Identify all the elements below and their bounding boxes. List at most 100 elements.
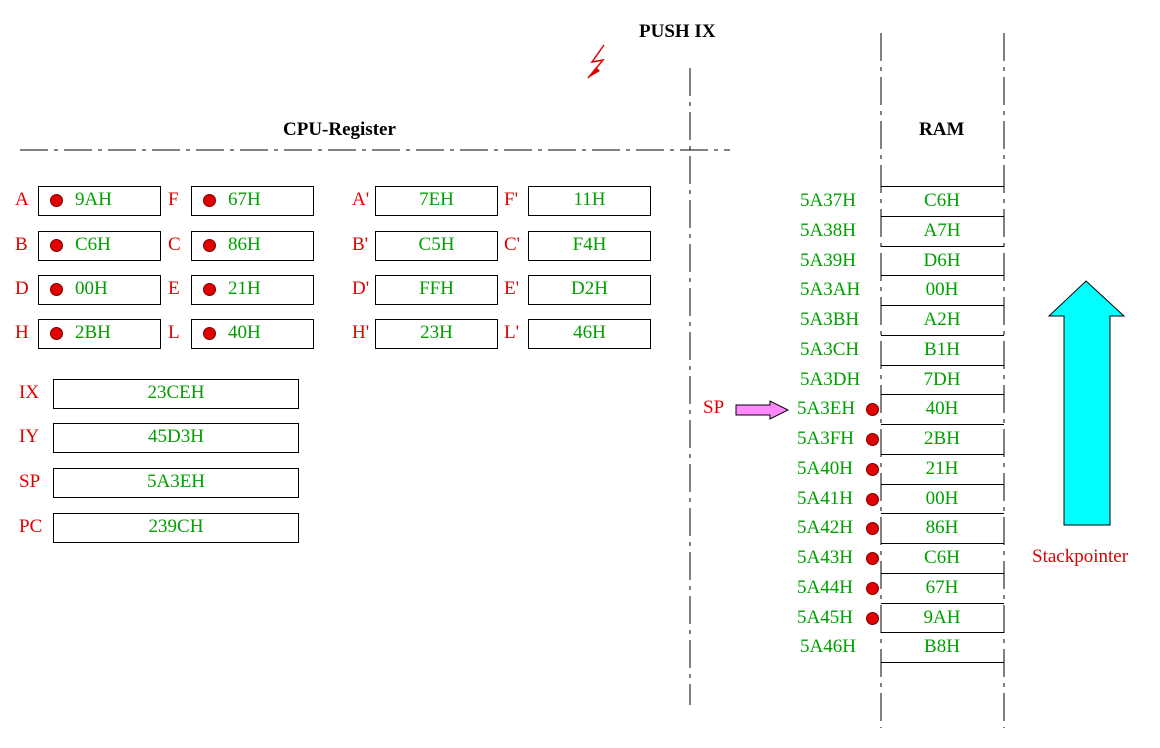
alt-register-value-d-alt: FFH bbox=[419, 278, 454, 299]
ram-value-5a45h: 9AH bbox=[923, 606, 961, 628]
ram-dot-5a44h bbox=[866, 581, 879, 595]
alt-register-label-c-alt: C' bbox=[504, 234, 521, 255]
register-label-f: F bbox=[168, 189, 179, 210]
register16-label-pc: PC bbox=[19, 516, 43, 537]
alt-register-label-f-alt: F' bbox=[504, 189, 518, 210]
register-value-a: 9AH bbox=[75, 189, 112, 210]
alt-register-box-e-alt bbox=[528, 275, 651, 305]
right-arrow-icon bbox=[735, 400, 790, 420]
alt-register-box-c-alt bbox=[528, 231, 651, 261]
register-value-f: 67H bbox=[228, 189, 261, 210]
ram-address-5a39h: 5A39H bbox=[800, 249, 856, 271]
ram-address-5a43h: 5A43H bbox=[797, 547, 853, 568]
alt-register-value-h-alt: 23H bbox=[420, 322, 453, 343]
alt-register-box-h-alt bbox=[375, 319, 498, 349]
ram-address-5a3dh: 5A3DH bbox=[800, 368, 861, 390]
register-dot-b bbox=[50, 239, 63, 252]
ram-value-5a3bh: A2H bbox=[923, 309, 961, 330]
register-dot-e bbox=[203, 283, 216, 296]
alt-register-label-l-alt: L' bbox=[504, 322, 520, 343]
register-dot-a bbox=[50, 194, 63, 207]
stackpointer-label: Stackpointer bbox=[1032, 546, 1129, 567]
ram-address-5a3ah: 5A3AH bbox=[800, 279, 861, 301]
ram-value-5a3ch: B1H bbox=[924, 338, 960, 360]
ram-row-divider bbox=[881, 513, 1004, 514]
ram-dot-5a43h bbox=[866, 552, 879, 565]
ram-address-5a3fh: 5A3FH bbox=[797, 428, 855, 449]
cpu-register-heading: CPU-Register bbox=[283, 119, 396, 140]
ram-row-divider bbox=[881, 246, 1004, 247]
ram-address-5a42h: 5A42H bbox=[797, 517, 853, 539]
ram-value-5a3eh: 40H bbox=[925, 398, 959, 420]
alt-register-value-f-alt: 11H bbox=[573, 189, 606, 210]
register16-box-ix bbox=[53, 379, 299, 409]
ram-value-5a3dh: 7DH bbox=[923, 368, 961, 390]
ram-row-divider bbox=[881, 662, 1004, 663]
ram-row-divider bbox=[881, 186, 1004, 187]
ram-dot-5a40h bbox=[866, 462, 879, 476]
register-dot-f bbox=[203, 194, 216, 207]
ram-row-divider bbox=[881, 573, 1004, 574]
ram-value-5a39h: D6H bbox=[923, 249, 961, 271]
register-label-a: A bbox=[15, 189, 29, 210]
lightning-bolt-icon bbox=[587, 44, 605, 79]
alt-register-box-b-alt bbox=[375, 231, 498, 261]
register16-box-pc bbox=[53, 513, 299, 543]
register-dot-d bbox=[50, 283, 63, 296]
alt-register-value-l-alt: 46H bbox=[573, 322, 606, 343]
ram-row-divider bbox=[881, 216, 1004, 217]
ram-row-divider bbox=[881, 275, 1004, 276]
ram-dot-5a3eh bbox=[866, 403, 879, 417]
ram-address-5a45h: 5A45H bbox=[797, 606, 853, 628]
register-label-b: B bbox=[15, 234, 28, 255]
ram-address-5a40h: 5A40H bbox=[797, 457, 853, 479]
ram-dot-5a42h bbox=[866, 522, 879, 536]
register-label-d: D bbox=[15, 278, 29, 299]
alt-register-box-l-alt bbox=[528, 319, 651, 349]
ram-address-5a3eh: 5A3EH bbox=[797, 398, 856, 420]
ram-value-5a41h: 00H bbox=[925, 487, 959, 509]
ram-address-5a44h: 5A44H bbox=[797, 576, 853, 598]
ram-dot-5a41h bbox=[866, 492, 879, 506]
register-value-e: 21H bbox=[228, 278, 261, 299]
ram-address-5a37h: 5A37H bbox=[800, 190, 856, 211]
alt-register-value-c-alt: F4H bbox=[572, 234, 607, 255]
ram-address-5a46h: 5A46H bbox=[800, 636, 856, 658]
ram-row-divider bbox=[881, 365, 1004, 366]
ram-row-divider bbox=[881, 424, 1004, 425]
ram-row-divider bbox=[881, 484, 1004, 485]
register16-value-pc: 239CH bbox=[148, 516, 204, 537]
register16-value-sp: 5A3EH bbox=[146, 471, 206, 492]
register-label-h: H bbox=[15, 322, 29, 343]
alt-register-value-e-alt: D2H bbox=[571, 278, 608, 299]
ram-address-5a41h: 5A41H bbox=[797, 487, 853, 509]
alt-register-label-d-alt: D' bbox=[352, 278, 370, 299]
alt-register-box-f-alt bbox=[528, 186, 651, 216]
ram-value-5a3fh: 2BH bbox=[924, 428, 960, 449]
ram-value-5a42h: 86H bbox=[925, 517, 959, 539]
register-value-b: C6H bbox=[75, 234, 111, 255]
ram-address-5a3bh: 5A3BH bbox=[800, 309, 860, 330]
ram-value-5a43h: C6H bbox=[924, 547, 960, 568]
register-label-e: E bbox=[168, 278, 180, 299]
register16-label-iy: IY bbox=[19, 426, 40, 447]
alt-register-value-b-alt: C5H bbox=[418, 234, 455, 255]
register16-label-ix: IX bbox=[19, 382, 40, 403]
ram-heading: RAM bbox=[919, 119, 965, 140]
ram-value-5a38h: A7H bbox=[923, 219, 961, 241]
register-value-d: 00H bbox=[75, 278, 108, 299]
register16-value-ix: 23CEH bbox=[147, 382, 205, 403]
register-label-c: C bbox=[168, 234, 181, 255]
register-value-c: 86H bbox=[228, 234, 261, 255]
ram-row-divider bbox=[881, 335, 1004, 336]
ram-value-5a40h: 21H bbox=[925, 457, 959, 479]
register16-value-iy: 45D3H bbox=[148, 426, 204, 447]
alt-register-value-a-alt: 7EH bbox=[419, 189, 454, 210]
register-label-l: L bbox=[168, 322, 180, 343]
register16-box-sp bbox=[53, 468, 299, 498]
ram-dot-5a3fh bbox=[866, 433, 879, 446]
ram-row-divider bbox=[881, 632, 1004, 633]
alt-register-box-a-alt bbox=[375, 186, 498, 216]
register-value-h: 2BH bbox=[75, 322, 111, 343]
